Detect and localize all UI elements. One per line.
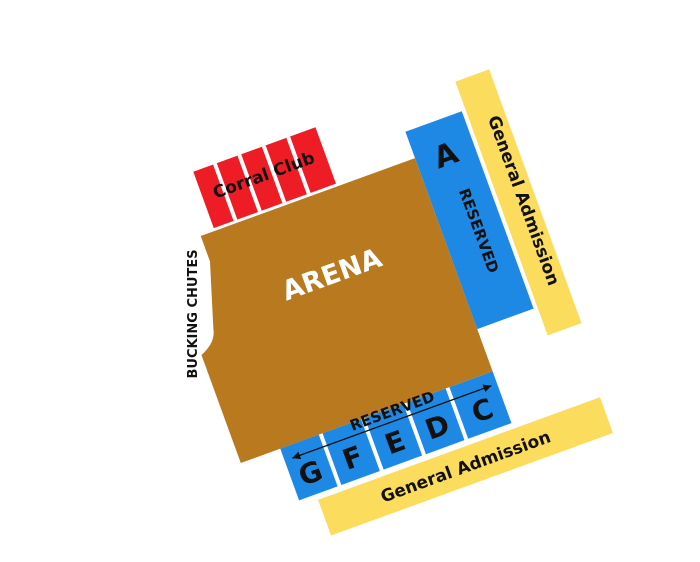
general-admission-east-block[interactable] [455, 69, 582, 336]
corral-club-stripe [261, 145, 287, 204]
reserved-section-f[interactable] [322, 419, 380, 485]
reserved-span-arrow [291, 384, 492, 460]
corral-club-stripe [286, 136, 311, 195]
reserved-south-section[interactable]: G F E D C RESERVED [278, 366, 512, 501]
arena-floor[interactable] [163, 158, 493, 464]
reserved-section-d[interactable] [407, 388, 465, 455]
reserved-section-c[interactable] [449, 371, 512, 439]
bucking-chutes-label: BUCKING CHUTES [186, 249, 201, 378]
general-admission-south-block[interactable] [318, 397, 613, 536]
corral-club-stripe [213, 163, 238, 221]
reserved-section-e[interactable] [364, 403, 423, 470]
reserved-a-block[interactable] [405, 111, 534, 330]
seating-layout: Corral Club ARENA BUCKING CHUTES A RESER… [163, 69, 613, 536]
reserved-section-g[interactable] [280, 434, 338, 501]
corral-club-stripe [237, 154, 262, 213]
